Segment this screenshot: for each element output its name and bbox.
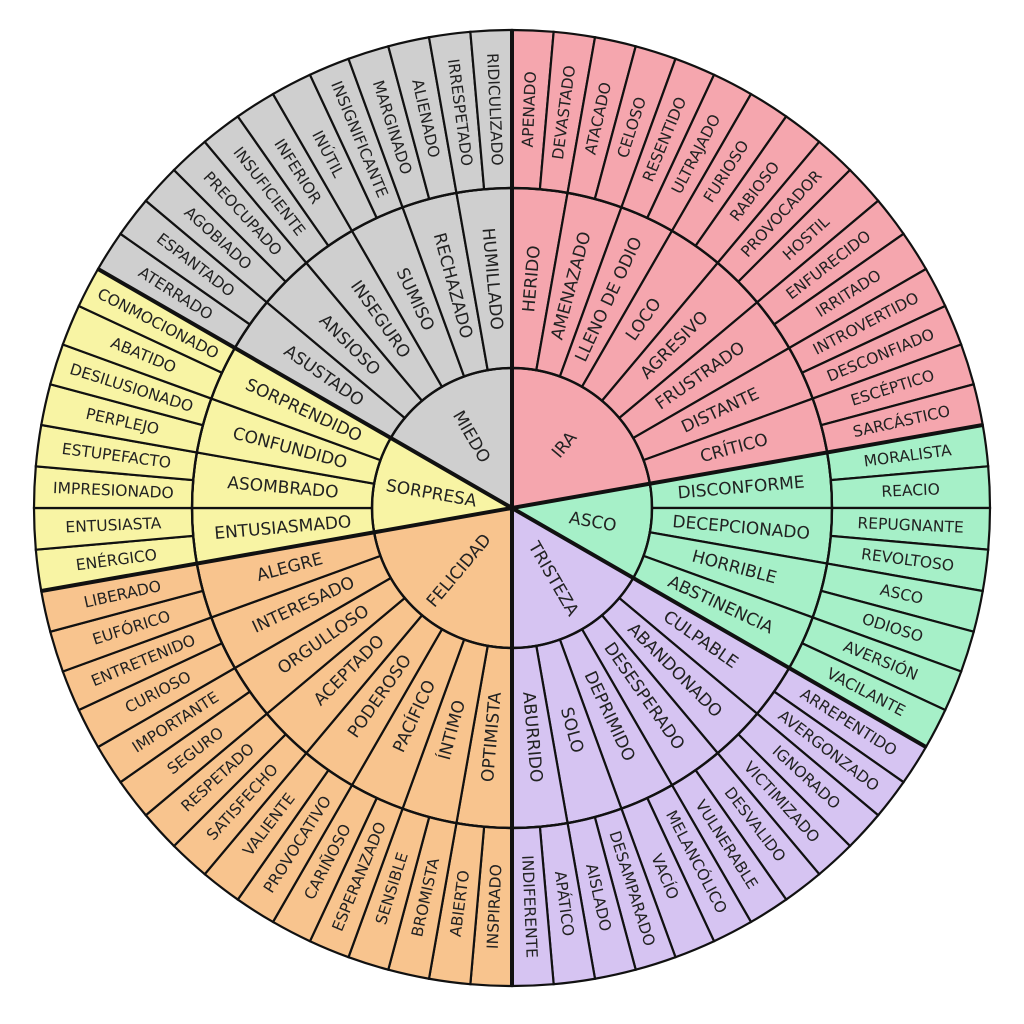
sector-divider <box>511 423 984 510</box>
sector-divider <box>511 506 927 749</box>
ring-divider <box>370 366 654 650</box>
outer-label-entusiasta: ENTUSIASTA <box>65 514 162 536</box>
sector-divider <box>40 506 513 593</box>
outer-label-inspirado: INSPIRADO <box>484 864 506 950</box>
outer-label-impresionado: IMPRESIONADO <box>53 479 174 502</box>
ring-divider <box>190 186 834 830</box>
outer-label-apenado: APENADO <box>519 71 540 148</box>
outer-label-indiferente: INDIFERENTE <box>518 855 540 958</box>
outer-label-repugnante: REPUGNANTE <box>857 514 964 537</box>
outer-label-ridiculizado: RIDICULIZADO <box>483 53 506 166</box>
sector-divider <box>97 267 513 510</box>
outer-label-reacio: REACIO <box>881 480 940 501</box>
